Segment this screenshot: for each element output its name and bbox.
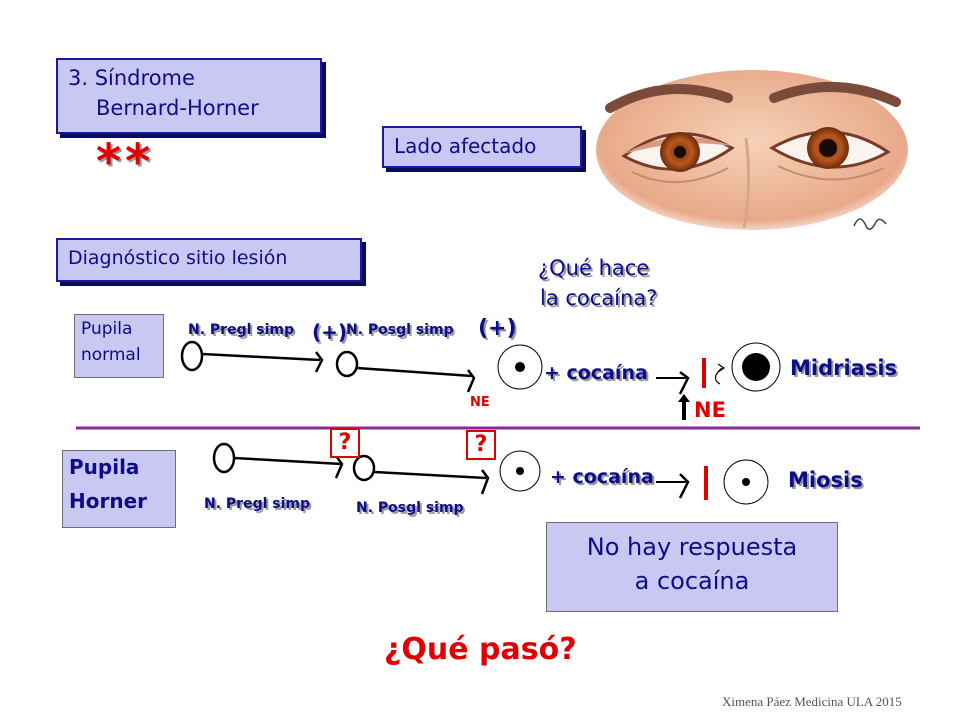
horner-posgl-label: N. Posgl simp — [356, 500, 464, 516]
title-line-1: 3. Síndrome — [68, 66, 195, 90]
normal-pupil — [515, 362, 525, 372]
horner-pupil — [516, 467, 524, 475]
miosis-pupil — [742, 478, 750, 486]
no-response-line-1: No hay respuesta — [586, 533, 798, 561]
normal-plus-2: (+) — [478, 316, 517, 341]
question-mark-terminal: ? — [466, 430, 496, 460]
preganglionic-neuron-body — [180, 340, 204, 372]
horner-terminal-cocaine — [678, 473, 690, 499]
affected-side-box: Lado afectado — [382, 126, 582, 168]
no-response-box: No hay respuesta a cocaína — [546, 522, 838, 612]
horner-postganglionic-terminal — [480, 469, 490, 495]
normal-cocaine-label: + cocaína — [544, 362, 648, 384]
eyes-illustration — [596, 70, 908, 230]
preganglionic-axon — [201, 352, 321, 362]
preganglionic-terminal — [314, 351, 324, 373]
question-mark-ganglion: ? — [330, 428, 360, 458]
stars-mark: ** — [96, 134, 155, 190]
pupil-normal-line-2: normal — [81, 345, 141, 365]
normal-ne-small: NE — [470, 395, 490, 410]
no-response-line-2: a cocaína — [634, 567, 750, 595]
pupil-horner-line-1: Pupila — [69, 455, 140, 479]
title-line-2: Bernard-Horner — [96, 96, 259, 120]
postganglionic-terminal — [466, 369, 476, 393]
diagnosis-box: Diagnóstico sitio lesión — [56, 238, 362, 282]
pupil-horner-line-2: Horner — [69, 489, 148, 513]
pupil-normal-line-1: Pupila — [81, 319, 133, 339]
horner-preganglionic-body — [212, 442, 236, 474]
reuptake-arrow — [714, 367, 723, 385]
question-cocaine-line-2: la cocaína? — [540, 286, 658, 310]
normal-ne-big: NE — [694, 398, 726, 422]
title-box: 3. Síndrome Bernard-Horner — [56, 58, 322, 134]
normal-pregl-label: N. Pregl simp — [188, 322, 295, 338]
affected-side-label: Lado afectado — [394, 134, 537, 158]
horner-preganglionic-axon — [233, 456, 343, 466]
normal-plus-1: (+) — [312, 320, 348, 344]
normal-terminal-cocaine — [678, 371, 690, 395]
horner-cocaine-label: + cocaína — [550, 466, 654, 488]
pupil-horner-box: Pupila Horner — [62, 450, 176, 528]
what-happened-label: ¿Qué pasó? — [384, 632, 577, 667]
question-cocaine-line-1: ¿Qué hace — [538, 256, 650, 280]
footer-credit: Ximena Páez Medicina ULA 2015 — [722, 694, 902, 709]
horner-postganglionic-axon — [373, 470, 487, 480]
horner-preganglionic-terminal — [334, 455, 344, 479]
midriasis-label: Midriasis — [790, 356, 898, 380]
diagnosis-label: Diagnóstico sitio lesión — [68, 247, 288, 269]
horner-ganglion-body — [352, 454, 376, 482]
ganglion-neuron-body — [335, 350, 359, 378]
pupil-normal-box: Pupila normal — [74, 314, 164, 378]
miosis-label: Miosis — [788, 468, 863, 492]
postganglionic-axon — [356, 366, 473, 378]
normal-posgl-label: N. Posgl simp — [346, 322, 454, 338]
dilated-pupil — [742, 353, 770, 381]
horner-pregl-label: N. Pregl simp — [204, 496, 311, 512]
